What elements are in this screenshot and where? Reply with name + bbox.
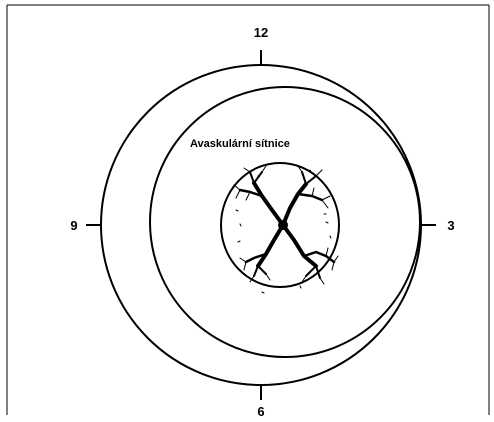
vessel-lower-right-branch-b	[305, 265, 321, 279]
avascular-retina-label: Avaskulární sítnice	[190, 138, 290, 150]
vessel-lower-right-twigs	[301, 247, 339, 285]
vessel-upper-left-branch-b	[249, 171, 263, 184]
clock-label-3: 3	[447, 218, 454, 233]
vessel-upper-right-twigs	[297, 165, 331, 209]
vessel-capillary-specks	[235, 169, 332, 294]
vessel-lower-left-branch-b	[253, 265, 267, 277]
vessel-lower-left-twigs	[239, 257, 271, 283]
clock-label-6: 6	[257, 404, 264, 419]
vessel-upper-left-twigs	[233, 165, 267, 201]
clock-label-12: 12	[254, 25, 268, 40]
vessel-lower-left-branch-a	[244, 252, 268, 264]
vessel-lower-right	[281, 223, 318, 268]
vessel-lower-right-branch-a	[302, 250, 336, 264]
vessel-upper-right	[281, 182, 308, 227]
retinal-vessels	[233, 165, 339, 294]
clock-label-9: 9	[70, 218, 77, 233]
vessel-upper-left	[252, 181, 285, 227]
outer-circle	[100, 64, 422, 386]
inner-circle	[149, 86, 421, 358]
vessel-upper-right-branch-a	[296, 192, 324, 202]
vessel-upper-right-branch-b	[301, 171, 317, 185]
vessel-lower-left	[256, 223, 285, 268]
posterior-pole-ellipse	[220, 162, 340, 288]
